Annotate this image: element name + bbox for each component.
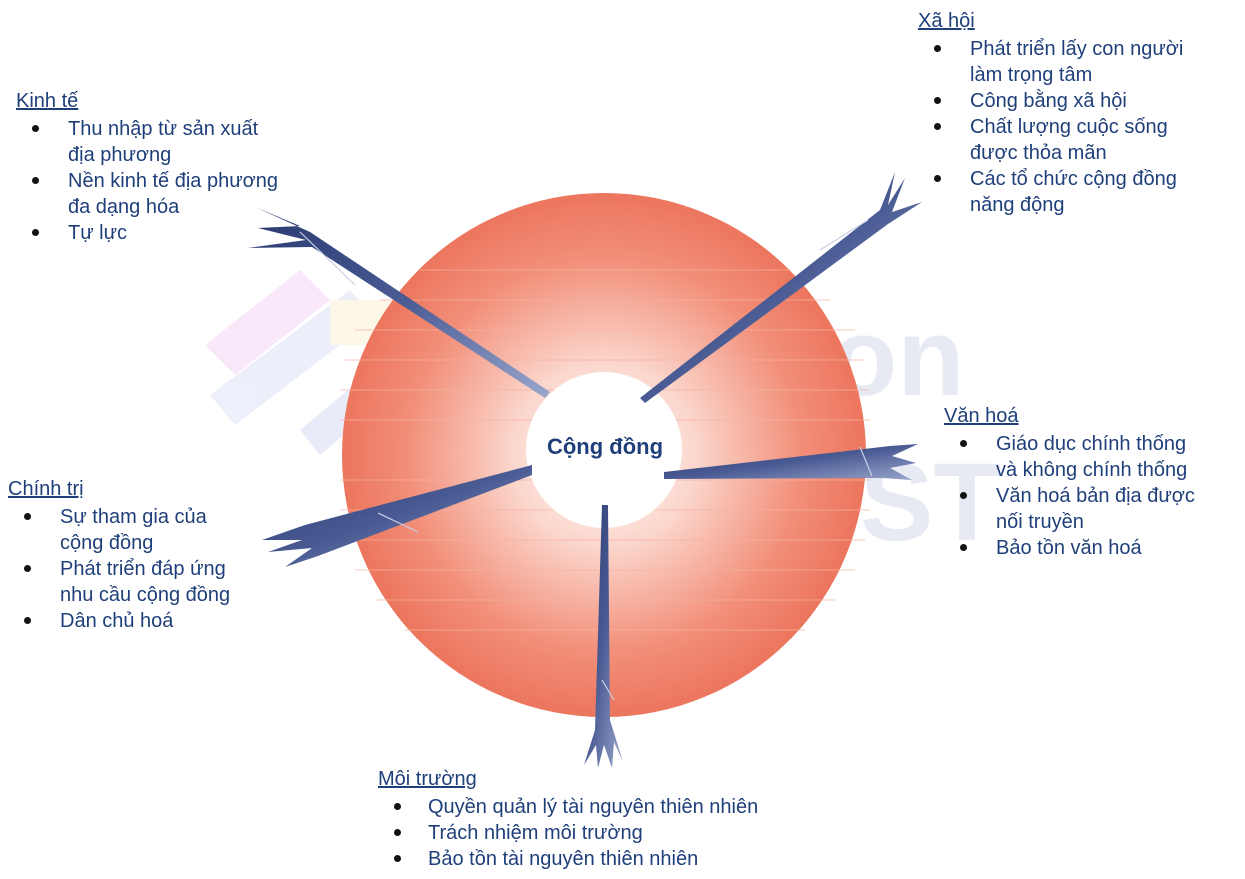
item-line: Sự tham gia của (60, 506, 207, 528)
group-xa-hoi: Xã hội Phát triển lấy con người làm trọng… (918, 8, 1238, 218)
list-item: Tự lực (16, 220, 346, 246)
item-line: Phát triển lấy con người (970, 38, 1183, 60)
item-line: Công bằng xã hội (970, 90, 1127, 112)
group-list: Quyền quản lý tài nguyên thiên nhiên Trá… (378, 794, 898, 872)
item-line: được thỏa mãn (970, 142, 1107, 164)
center-label: Cộng đồng (530, 434, 680, 460)
list-item: Thu nhập từ sản xuất địa phương (16, 116, 346, 168)
list-item: Công bằng xã hội (918, 88, 1238, 114)
group-heading: Môi trường (378, 766, 898, 792)
group-list: Phát triển lấy con người làm trọng tâm Cô… (918, 36, 1238, 218)
item-line: Các tổ chức cộng đồng (970, 168, 1177, 190)
item-line: Thu nhập từ sản xuất (68, 118, 258, 140)
item-line: Phát triển đáp ứng (60, 558, 226, 580)
item-line: địa phương (68, 144, 171, 166)
list-item: Phát triển đáp ứng nhu cầu cộng đồng (8, 556, 278, 608)
item-line: năng động (970, 194, 1065, 216)
item-line: Bảo tồn văn hoá (996, 537, 1142, 559)
group-moi-truong: Môi trường Quyền quản lý tài nguyên thiê… (378, 766, 898, 872)
item-line: Quyền quản lý tài nguyên thiên nhiên (428, 796, 758, 818)
group-kinh-te: Kinh tế Thu nhập từ sản xuất địa phương N… (16, 88, 346, 246)
group-heading: Kinh tế (16, 88, 346, 114)
item-line: nhu cầu cộng đồng (60, 584, 230, 606)
item-line: Chất lượng cuộc sống (970, 116, 1168, 138)
group-list: Thu nhập từ sản xuất địa phương Nền kinh … (16, 116, 346, 246)
list-item: Dân chủ hoá (8, 608, 278, 634)
list-item: Bảo tồn tài nguyên thiên nhiên (378, 846, 898, 872)
item-line: nối truyền (996, 511, 1084, 533)
item-line: và không chính thống (996, 459, 1187, 481)
item-line: Nền kinh tế địa phương (68, 170, 278, 192)
item-line: Bảo tồn tài nguyên thiên nhiên (428, 848, 698, 870)
list-item: Giáo dục chính thống và không chính thống (944, 431, 1244, 483)
group-heading: Chính trị (8, 476, 278, 502)
list-item: Bảo tồn văn hoá (944, 535, 1244, 561)
list-item: Sự tham gia của cộng đồng (8, 504, 278, 556)
list-item: Nền kinh tế địa phương đa dạng hóa (16, 168, 346, 220)
item-line: làm trọng tâm (970, 64, 1092, 86)
item-line: Tự lực (68, 222, 127, 244)
item-line: Dân chủ hoá (60, 610, 173, 632)
list-item: Trách nhiệm môi trường (378, 820, 898, 846)
group-chinh-tri: Chính trị Sự tham gia của cộng đồng Phát … (8, 476, 278, 634)
item-line: Văn hoá bản địa được (996, 485, 1195, 507)
group-heading: Xã hội (918, 8, 1238, 34)
group-list: Sự tham gia của cộng đồng Phát triển đáp … (8, 504, 278, 634)
list-item: Quyền quản lý tài nguyên thiên nhiên (378, 794, 898, 820)
list-item: Chất lượng cuộc sống được thỏa mãn (918, 114, 1238, 166)
item-line: Giáo dục chính thống (996, 433, 1186, 455)
list-item: Phát triển lấy con người làm trọng tâm (918, 36, 1238, 88)
group-heading: Văn hoá (944, 403, 1244, 429)
group-van-hoa: Văn hoá Giáo dục chính thống và không chí… (944, 403, 1244, 561)
item-line: đa dạng hóa (68, 196, 179, 218)
list-item: Văn hoá bản địa được nối truyền (944, 483, 1244, 535)
item-line: cộng đồng (60, 532, 153, 554)
item-line: Trách nhiệm môi trường (428, 822, 643, 844)
list-item: Các tổ chức cộng đồng năng động (918, 166, 1238, 218)
group-list: Giáo dục chính thống và không chính thống… (944, 431, 1244, 561)
